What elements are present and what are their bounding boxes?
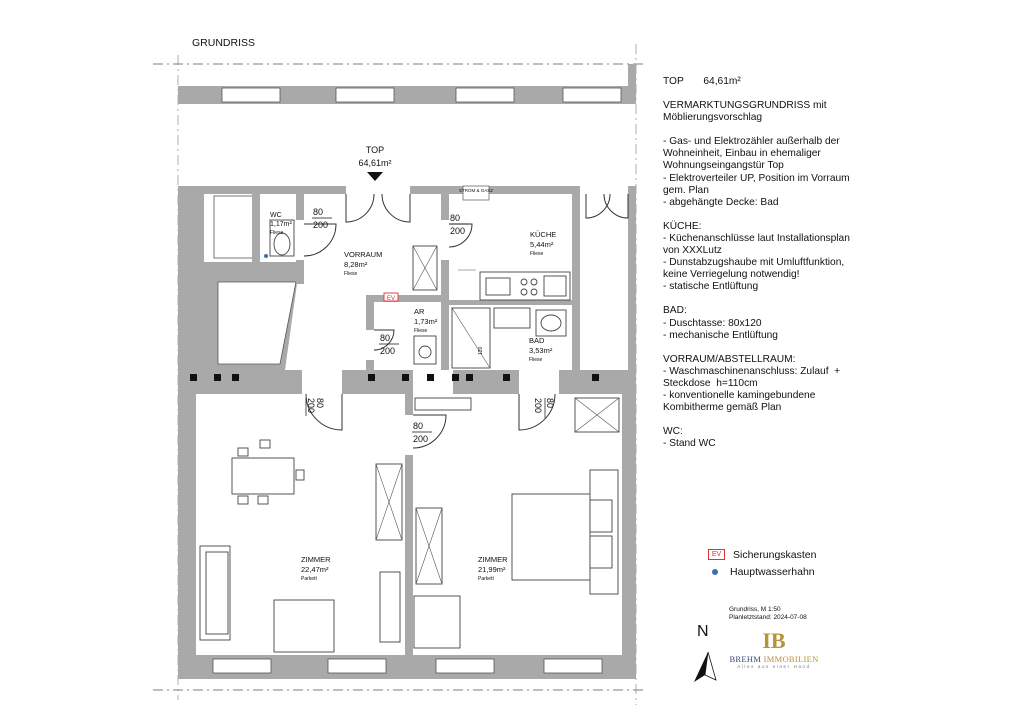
ev-box-label: EV: [387, 296, 395, 302]
notes-title: VERMARKTUNGSGRUNDRISS mit Möblierungsvor…: [663, 100, 830, 124]
notes-kueche: - Küchenanschlüsse laut Installationspla…: [663, 232, 850, 293]
notes-kueche-title: KÜCHE:: [663, 220, 702, 232]
room-bad-floor: Fliese: [529, 357, 543, 363]
room-wc-floor: Fliese: [270, 230, 284, 236]
room-vorraum-area: 8,28m²: [344, 260, 368, 269]
door-dim-h: 200: [450, 226, 465, 236]
room-zimmer1-name: ZIMMER: [301, 555, 331, 564]
plan-info: Grundriss, M 1:50 Planletztstand: 2024-0…: [729, 606, 807, 622]
notes-bad: - Duschtasse: 80x120 - mechanische Entlü…: [663, 317, 778, 341]
door-dimensions: 80 200 80 200 80 200 80 200 200 80 200 8…: [305, 207, 555, 444]
door-dim-w: 80: [380, 333, 390, 343]
room-ar-name: AR: [414, 307, 425, 316]
room-ar-floor: Fliese: [414, 328, 428, 334]
facade-top: [178, 64, 636, 104]
logo-name: BREHM IMMOBILIEN: [729, 654, 819, 664]
door-dim-w: 80: [413, 421, 423, 431]
north-arrow-icon: N: [694, 623, 717, 682]
door-swings: [303, 193, 629, 449]
room-zimmer2-area: 21,99m²: [478, 565, 506, 574]
wall-openings: [296, 186, 628, 455]
notes-wc-title: WC:: [663, 426, 683, 438]
strom-gas-label: STROM & GASZ: [459, 188, 493, 193]
legend-label: Hauptwasserhahn: [730, 565, 815, 578]
door-dim-h: 200: [313, 220, 328, 230]
room-vorraum-floor: Fliese: [344, 271, 358, 277]
door-dim-w: 80: [450, 213, 460, 223]
entrance-area: 64,61m²: [358, 158, 391, 168]
room-zimmer2-floor: Parkett: [478, 576, 494, 582]
fixtures: EV STROM & GASZ: [199, 185, 620, 653]
facade-bottom: [178, 655, 636, 679]
plan-scale: Grundriss, M 1:50: [729, 606, 781, 613]
door-dim-h: 200: [306, 398, 316, 413]
room-zimmer2-name: ZIMMER: [478, 555, 508, 564]
notes-top-line: TOP 64,61m²: [663, 76, 741, 87]
room-labels: WC 1,17m² Fliese VORRAUM 8,28m² Fliese K…: [270, 212, 556, 582]
notes-panel: TOP 64,61m² VERMARKTUNGSGRUNDRISS mit Mö…: [663, 76, 863, 450]
room-zimmer1-floor: Parkett: [301, 576, 317, 582]
entrance-arrow: [367, 172, 383, 181]
room-wc-name: WC: [270, 212, 282, 219]
logo-mark: IB: [762, 628, 786, 653]
door-dim-h: 200: [533, 398, 543, 413]
notes-general: - Gas- und Elektrozähler außerhalb der W…: [663, 136, 850, 208]
water-valve-icon: [712, 568, 718, 575]
room-kueche-name: KÜCHE: [530, 230, 556, 239]
door-dim-h: 200: [380, 346, 395, 356]
legend-item: EV Sicherungskasten: [708, 546, 816, 563]
room-kueche-area: 5,44m²: [530, 240, 554, 249]
entrance-label: TOP: [366, 145, 384, 155]
notes-vorraum-title: VORRAUM/ABSTELLRAUM:: [663, 353, 796, 365]
notes-bad-title: BAD:: [663, 305, 687, 317]
shower-size-label: 120: [478, 346, 484, 355]
notes-vorraum: - Waschmaschinenanschluss: Zulauf + Stec…: [663, 365, 841, 414]
chimney-markers: [190, 374, 599, 381]
door-dim-w: 80: [545, 398, 555, 408]
door-dim-h: 200: [413, 434, 428, 444]
room-wc-area: 1,17m²: [270, 221, 292, 228]
notes-wc: - Stand WC: [663, 438, 716, 450]
room-bad-name: BAD: [529, 336, 545, 345]
room-vorraum-name: VORRAUM: [344, 250, 382, 259]
legend-item: Hauptwasserhahn: [708, 563, 816, 580]
company-logo: IB BREHM IMMOBILIEN Alles aus einer Hand: [728, 628, 820, 669]
plan-date: Planletztstand: 2024-07-08: [729, 614, 807, 621]
room-ar-area: 1,73m²: [414, 317, 438, 326]
legend: EV Sicherungskasten Hauptwasserhahn: [708, 546, 816, 580]
door-dim-w: 80: [313, 207, 323, 217]
water-valve-icon: [264, 254, 268, 258]
ev-box-icon: EV: [708, 549, 725, 560]
compass-label: N: [697, 623, 709, 640]
logo-tagline: Alles aus einer Hand: [737, 664, 811, 669]
legend-label: Sicherungskasten: [733, 548, 817, 561]
room-bad-area: 3,53m²: [529, 346, 553, 355]
room-zimmer1-area: 22,47m²: [301, 565, 329, 574]
door-dim-w: 80: [315, 398, 325, 408]
room-kueche-floor: Fliese: [530, 251, 544, 257]
plan-title: GRUNDRISS: [192, 37, 255, 49]
